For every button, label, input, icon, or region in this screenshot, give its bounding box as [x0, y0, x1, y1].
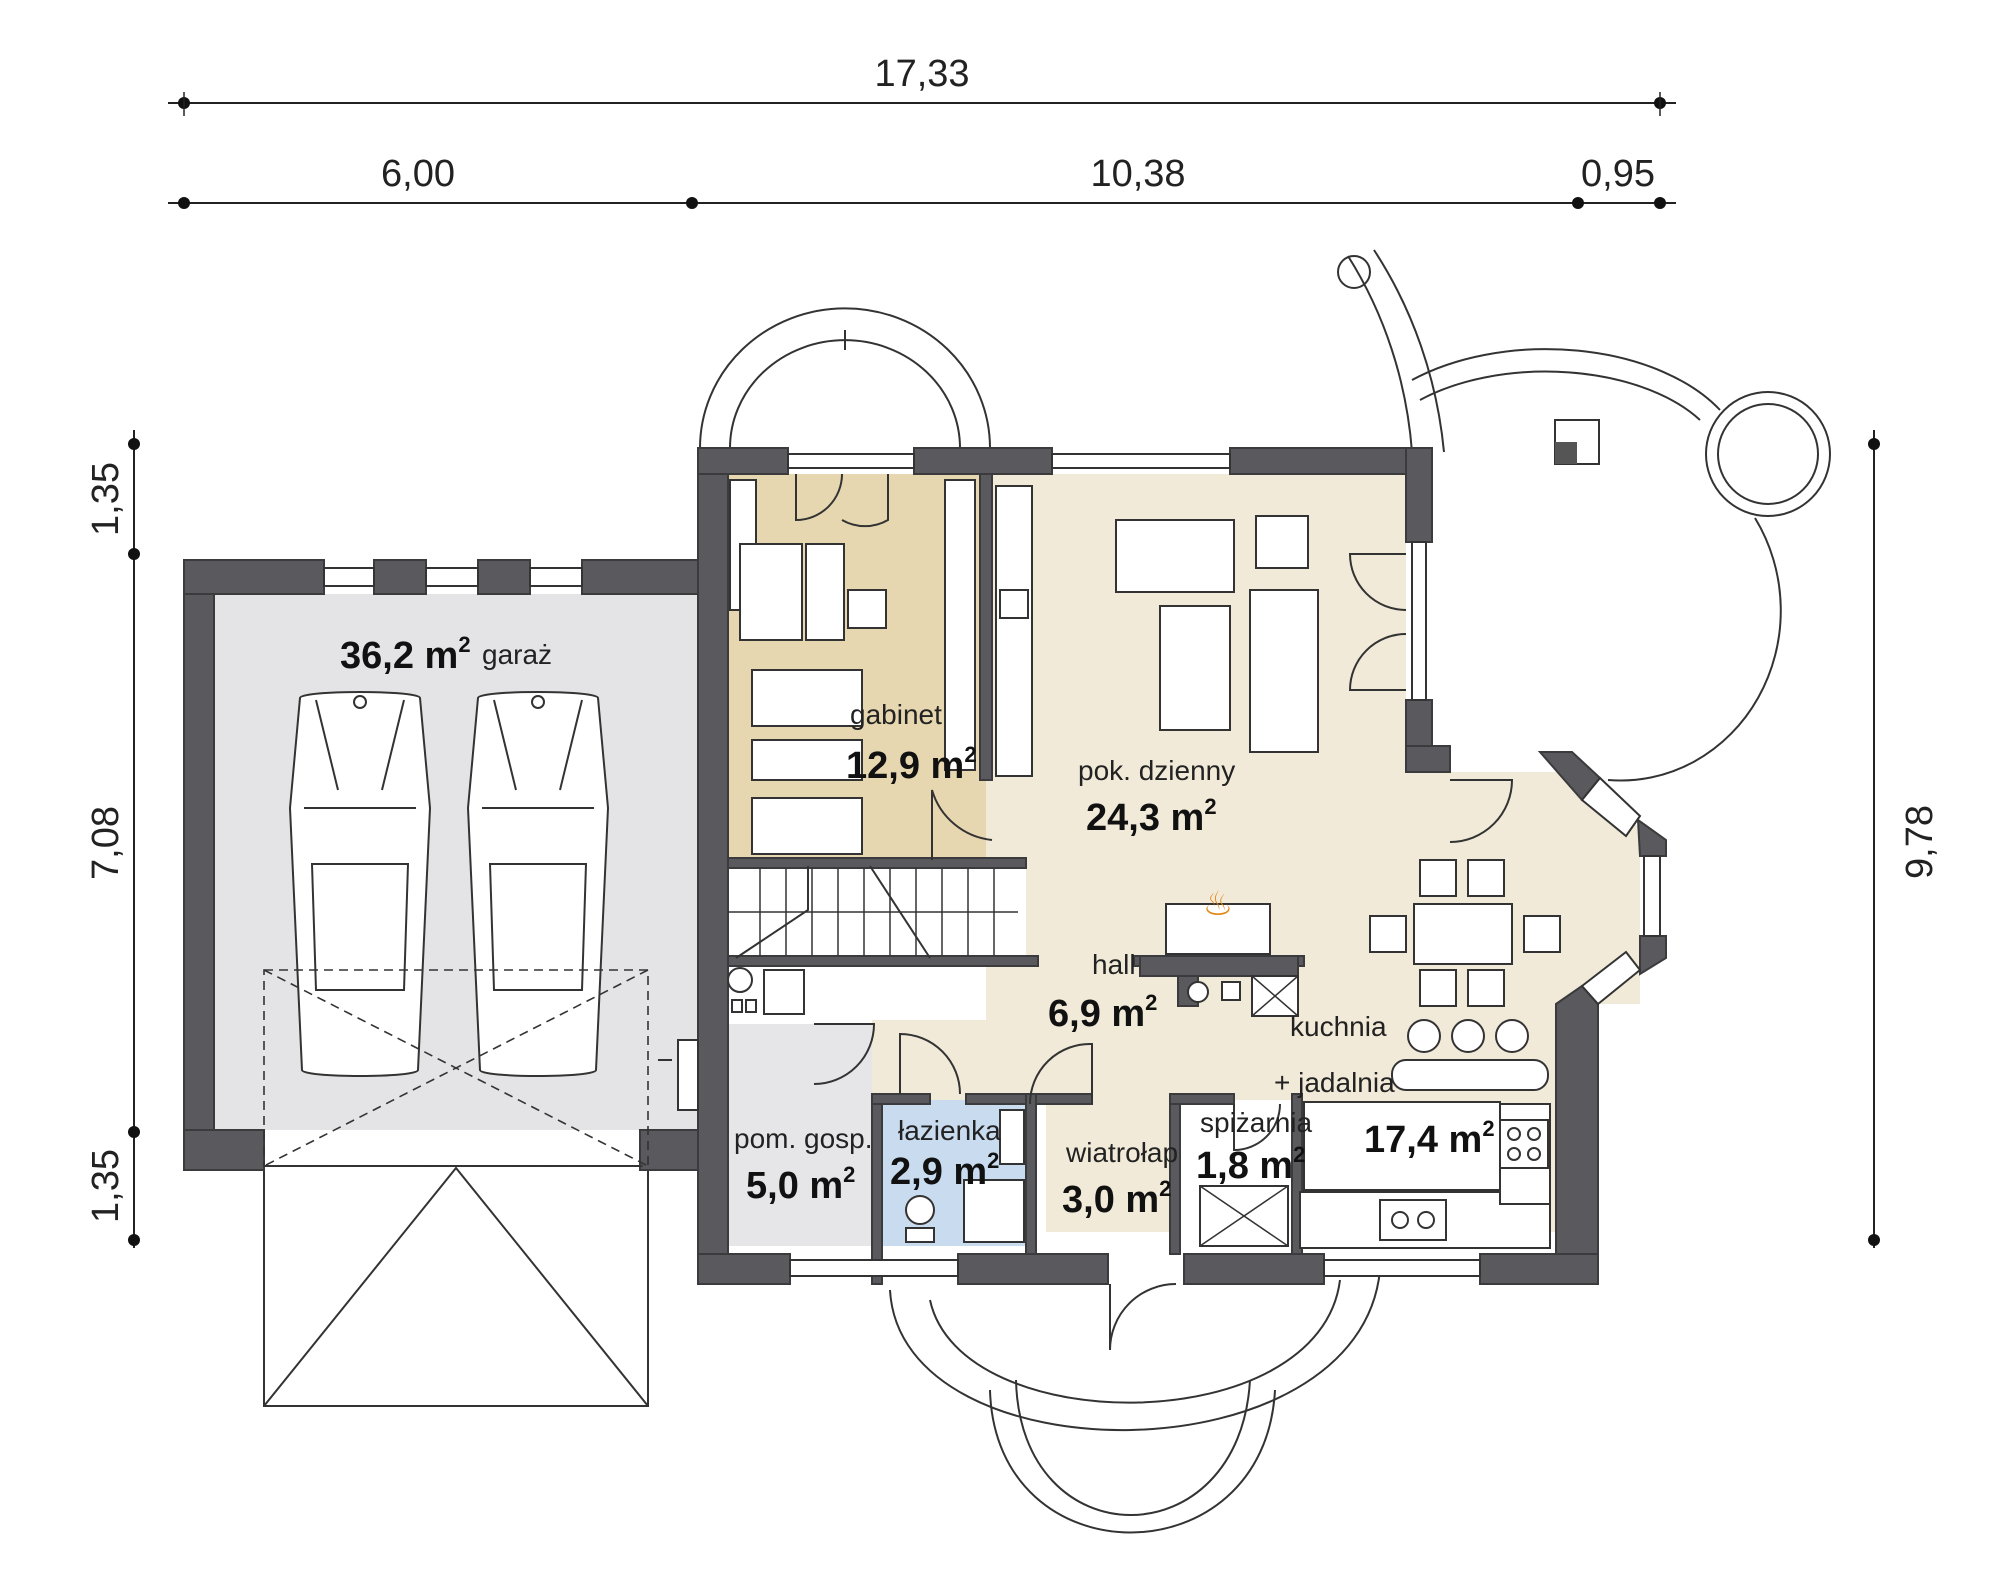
fire-icon: ♨ — [1203, 884, 1233, 924]
kitchen-name: kuchnia — [1290, 1011, 1387, 1042]
dim-top-right: 0,95 — [1581, 153, 1655, 195]
stairs — [728, 865, 1018, 959]
dim-right-total: 9,78 — [1899, 805, 1941, 879]
garage-cars — [263, 691, 672, 1167]
terrace-arcs — [699, 249, 1831, 1534]
vestibule-area: 3,0 m2 — [1062, 1176, 1171, 1221]
utility-area: 5,0 m2 — [746, 1162, 855, 1207]
pantry-name: spiżarnia — [1200, 1107, 1312, 1138]
dim-left-bottom: 1,35 — [85, 1149, 127, 1223]
dim-left-mid: 7,08 — [85, 806, 127, 880]
dim-left-top: 1,35 — [85, 462, 127, 536]
furniture: ♨ — [727, 473, 1561, 1351]
dim-top-mid: 10,38 — [1090, 153, 1185, 195]
dim-top-left: 6,00 — [381, 153, 455, 195]
dim-top-total: 17,33 — [874, 53, 969, 95]
carport — [263, 1165, 649, 1407]
living-area: 24,3 m2 — [1086, 794, 1217, 839]
hall-name: hall — [1092, 949, 1136, 980]
kitchen-area: 17,4 m2 — [1364, 1116, 1495, 1161]
bathroom-area: 2,9 m2 — [890, 1148, 999, 1193]
windows — [323, 453, 1661, 1277]
living-name: pok. dzienny — [1078, 755, 1235, 786]
hall-area: 6,9 m2 — [1048, 990, 1157, 1035]
pantry-area: 1,8 m2 — [1196, 1142, 1305, 1187]
kitchen-name-2: + jadalnia — [1274, 1067, 1395, 1098]
floors — [214, 474, 1640, 1246]
office-name: gabinet — [850, 699, 942, 730]
dimension-lines — [128, 92, 1880, 1248]
office-area: 12,9 m2 — [846, 742, 977, 787]
utility-name: pom. gosp. — [734, 1123, 873, 1154]
garage-name: garaż — [482, 639, 552, 670]
bathroom-name: łazienka — [898, 1115, 1001, 1146]
garage-area: 36,2 m2 — [340, 632, 471, 677]
room-labels: 36,2 m2 garaż gabinet 12,9 m2 pok. dzien… — [340, 632, 1495, 1221]
vestibule-name: wiatrołap — [1065, 1137, 1178, 1168]
